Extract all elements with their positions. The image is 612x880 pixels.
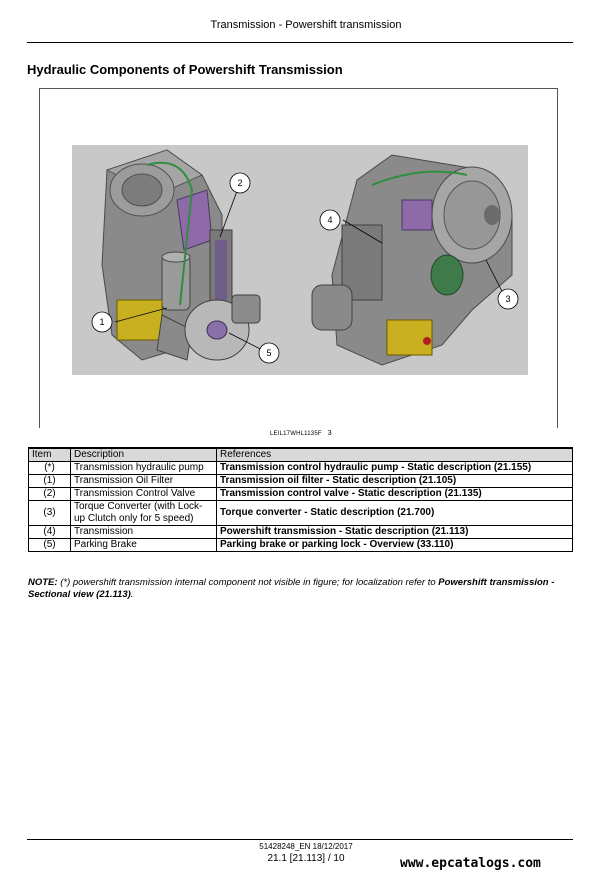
section-heading: Hydraulic Components of Powershift Trans…: [27, 62, 343, 77]
row-item: (4): [28, 525, 71, 539]
callout-1: 1: [99, 317, 104, 327]
figure-frame: [39, 88, 558, 428]
reference-table: Item Description References (*) Transmis…: [28, 447, 573, 552]
left-transmission-illustration: [101, 149, 261, 361]
footer-page-number: 21.1 [21.113] / 10: [267, 853, 345, 864]
transmission-figure: 2 1 5 4 3: [72, 145, 528, 375]
row-reference-link[interactable]: Transmission oil filter - Static descrip…: [216, 474, 573, 488]
row-reference-link[interactable]: Transmission control valve - Static desc…: [216, 487, 573, 501]
row-description: Torque Converter (with Lock-up Clutch on…: [70, 500, 217, 526]
footer-rule: [27, 839, 573, 840]
row-description: Transmission hydraulic pump: [70, 461, 217, 475]
row-description: Parking Brake: [70, 538, 217, 552]
row-description: Transmission Control Valve: [70, 487, 217, 501]
row-reference-link[interactable]: Parking brake or parking lock - Overview…: [216, 538, 573, 552]
header-rule: [27, 42, 573, 43]
row-item: (3): [28, 500, 71, 526]
note-link[interactable]: Powershift transmission - Sectional view…: [28, 577, 555, 600]
row-item: (*): [28, 461, 71, 475]
note-end: .: [130, 589, 134, 600]
callout-5: 5: [266, 348, 271, 358]
figure-code: LEIL17WHL1135F: [270, 431, 322, 437]
header-item: Item: [28, 447, 71, 462]
row-reference-link[interactable]: Powershift transmission - Static descrip…: [216, 525, 573, 539]
table-header-row: Item Description References: [28, 447, 573, 462]
footer-doc-code: 51428248_EN 18/12/2017: [259, 842, 353, 851]
figure-number: 3: [327, 430, 332, 437]
row-description: Transmission Oil Filter: [70, 474, 217, 488]
callout-4: 4: [327, 215, 332, 225]
row-description: Transmission: [70, 525, 217, 539]
table-row: (*) Transmission hydraulic pump Transmis…: [28, 461, 573, 475]
note-text: (*) powershift transmission internal com…: [57, 577, 439, 588]
header-description: Description: [70, 447, 217, 462]
row-item: (1): [28, 474, 71, 488]
callout-3: 3: [505, 294, 510, 304]
table-row: (1) Transmission Oil Filter Transmission…: [28, 474, 573, 488]
right-transmission-illustration: [311, 154, 513, 366]
row-item: (5): [28, 538, 71, 552]
header-references: References: [216, 447, 573, 462]
row-reference-link[interactable]: Torque converter - Static description (2…: [216, 500, 573, 526]
figure-caption: LEIL17WHL1135F 3: [270, 430, 332, 437]
note-label: NOTE:: [28, 577, 58, 588]
note-paragraph: NOTE: (*) powershift transmission intern…: [28, 577, 573, 601]
row-reference-link[interactable]: Transmission control hydraulic pump - St…: [216, 461, 573, 475]
table-row: (4) Transmission Powershift transmission…: [28, 525, 573, 539]
table-row: (3) Torque Converter (with Lock-up Clutc…: [28, 500, 573, 526]
table-row: (2) Transmission Control Valve Transmiss…: [28, 487, 573, 501]
row-item: (2): [28, 487, 71, 501]
watermark-text: www.epcatalogs.com: [400, 856, 541, 871]
callout-2: 2: [237, 178, 242, 188]
page-header-title: Transmission - Powershift transmission: [210, 19, 402, 31]
table-row: (5) Parking Brake Parking brake or parki…: [28, 538, 573, 552]
